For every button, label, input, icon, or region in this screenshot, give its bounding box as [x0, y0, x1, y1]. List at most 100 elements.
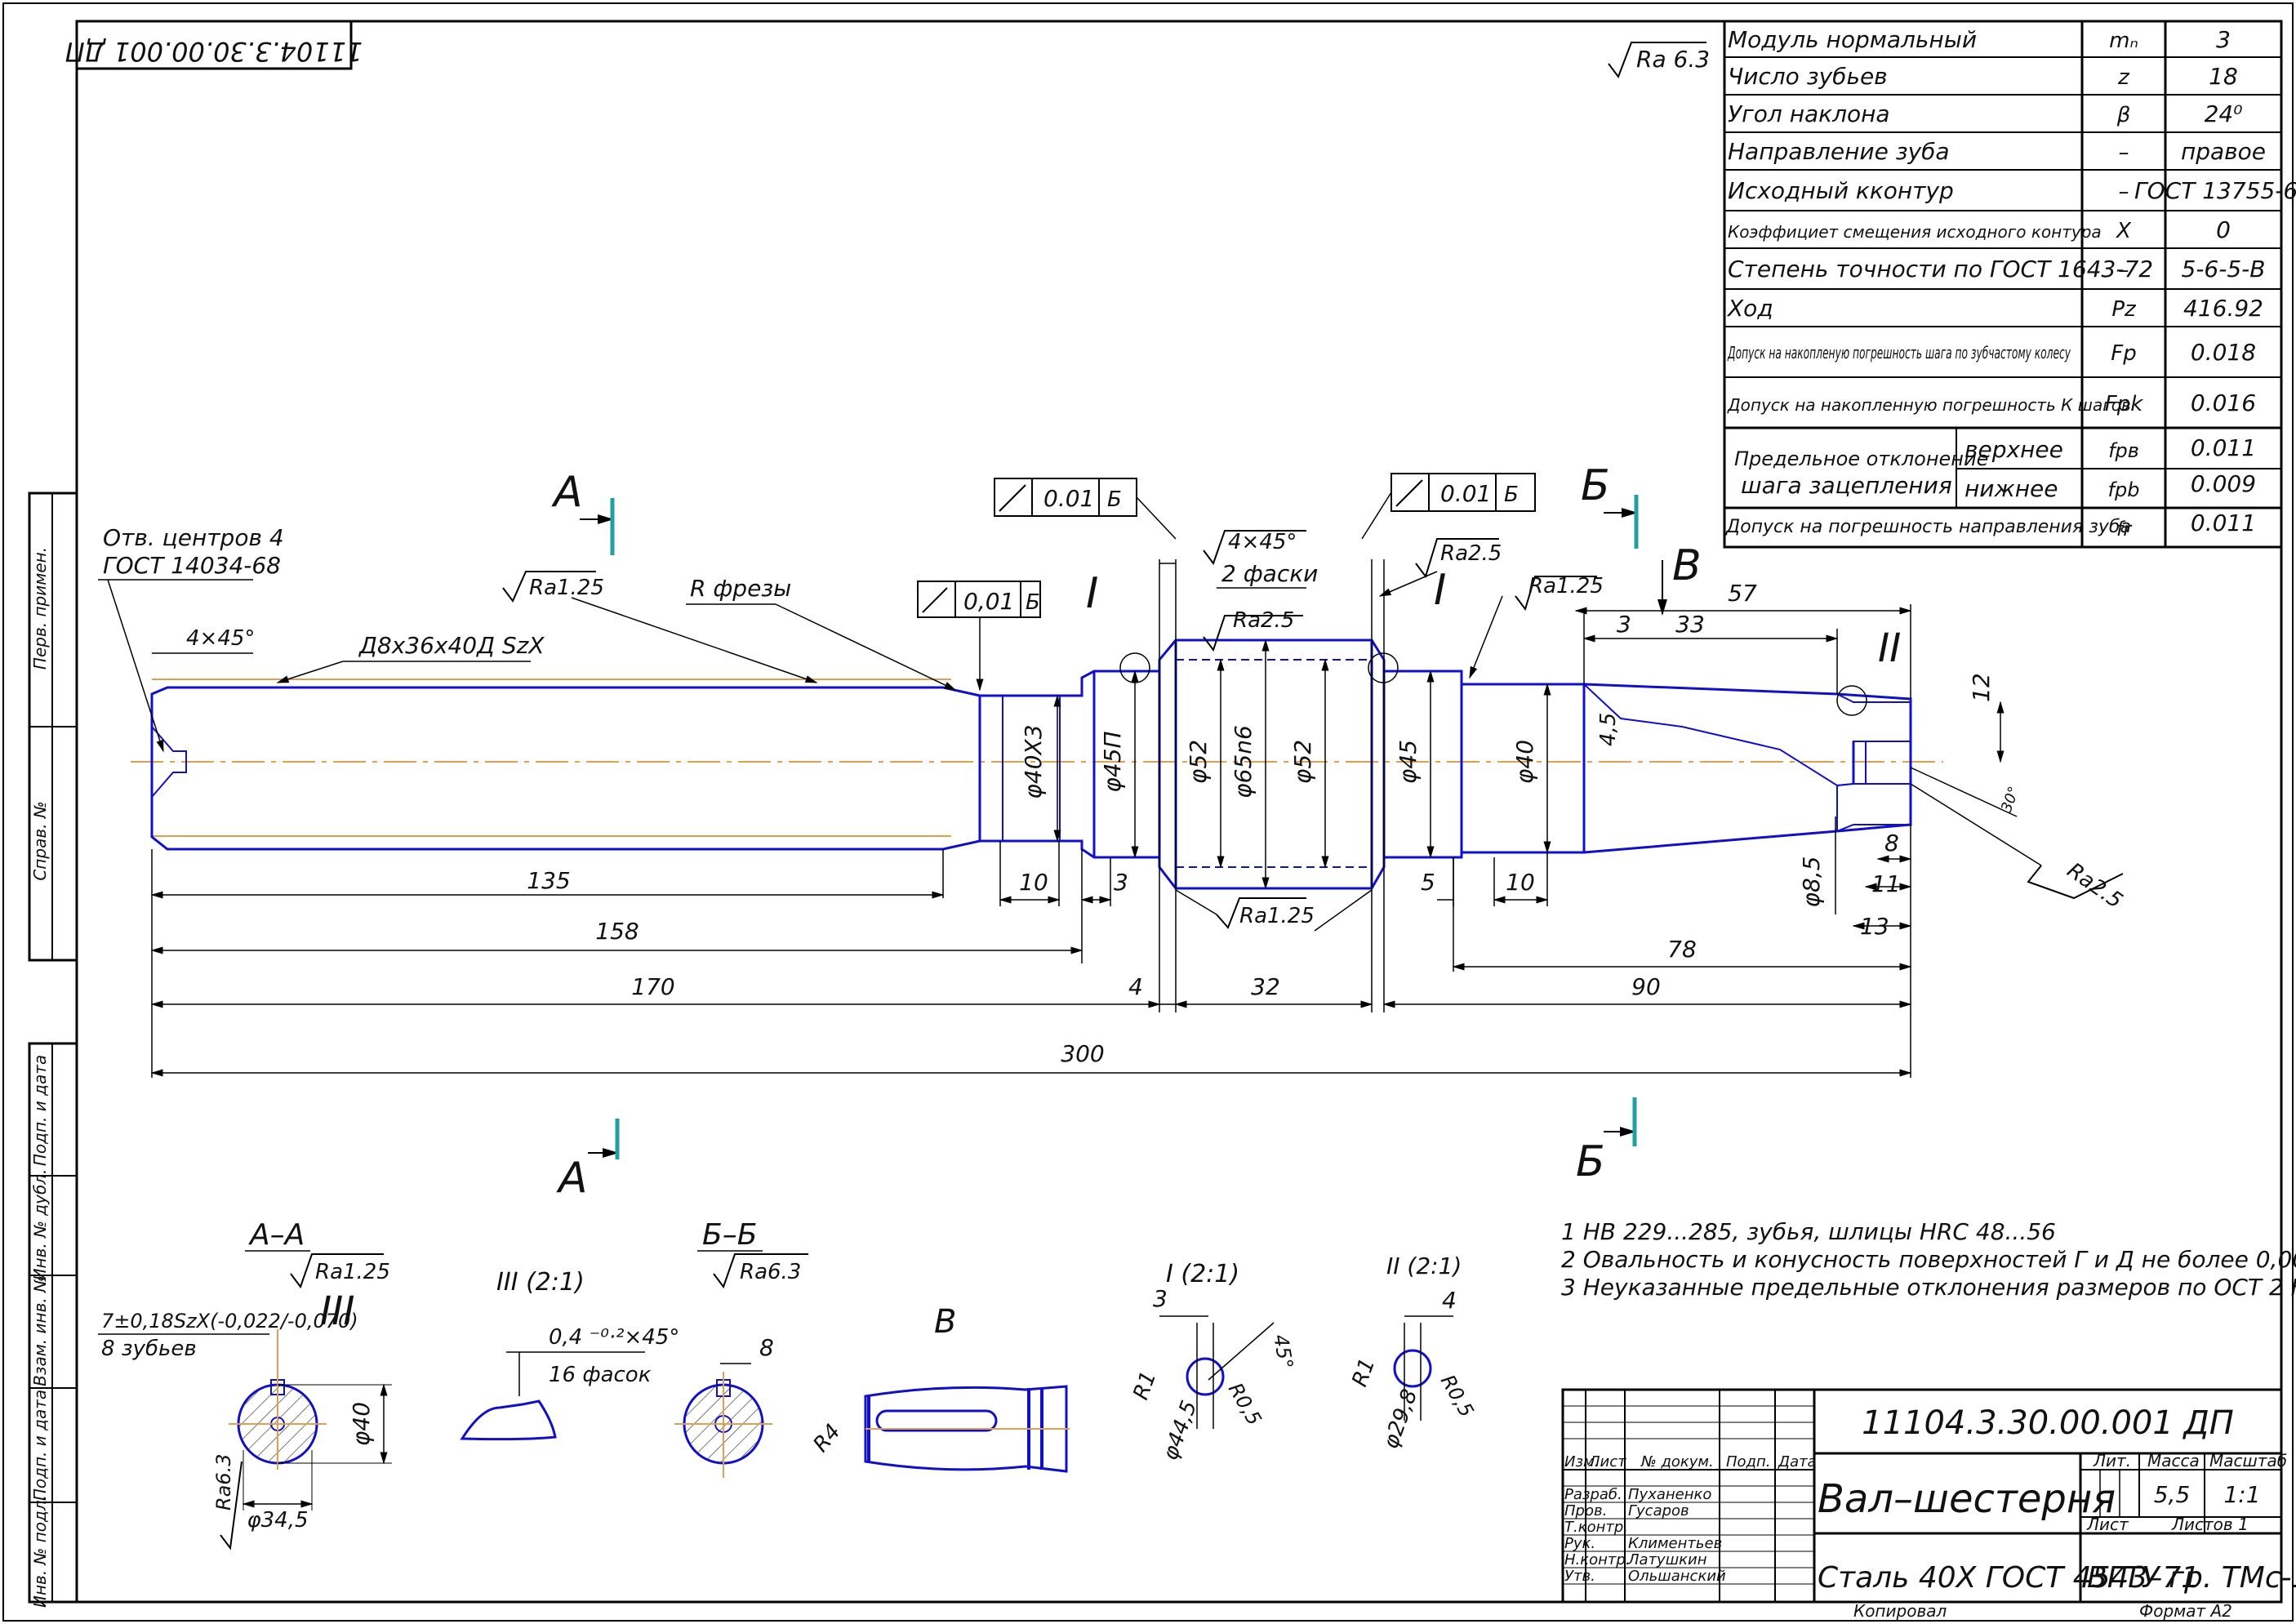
i-r1: R1	[1128, 1368, 1161, 1404]
v-r4: R4	[808, 1420, 845, 1457]
param-value: 3	[2216, 26, 2231, 53]
tb-code: 11104.3.30.00.001 ДП	[1862, 1404, 2234, 1442]
param-symbol: Fp	[2111, 341, 2136, 366]
iii-count: 16 фасок	[549, 1363, 652, 1387]
view-b-arrow-label: В	[1672, 541, 1702, 590]
tol-frame-2: 0.01	[1043, 485, 1094, 512]
general-roughness-text: Ra 6.3	[1636, 46, 1710, 73]
tb-row-name: Гусаров	[1628, 1502, 1689, 1519]
r-mill-callout: R фрезы	[690, 575, 791, 602]
tb-scale: 1:1	[2223, 1481, 2260, 1508]
aa-ra63: Ra6.3	[212, 1453, 235, 1511]
chamfer-left: 4×45°	[186, 626, 255, 651]
tb-row-role: Пров.	[1564, 1502, 1607, 1519]
section-b-top: Б	[1581, 461, 1610, 510]
param-value: 0.018	[2191, 339, 2256, 366]
param-name: Коэффициет смещения исходного контура	[1728, 222, 2102, 242]
param-value: 5-6-5-В	[2182, 256, 2266, 283]
aa-d40: φ40	[348, 1402, 375, 1446]
i-r05: R0,5	[1224, 1379, 1266, 1429]
ra25-c: Ra2.5	[2062, 858, 2127, 914]
dim-158: 158	[595, 918, 639, 945]
chamfers-label: 2 фаски	[1221, 560, 1318, 587]
bb-8: 8	[759, 1334, 774, 1361]
tb-row-role: Н.контр.	[1564, 1551, 1631, 1568]
bb-ra: Ra6.3	[740, 1260, 801, 1284]
i-d445: φ44,5	[1158, 1398, 1202, 1464]
dim-8: 8	[1884, 830, 1899, 856]
ra25-b: Ra2.5	[1233, 608, 1294, 633]
param-symbol: –	[2119, 180, 2129, 204]
tb-copied: Копировал	[1853, 1601, 1947, 1621]
section-a-a-view: А–А Ra1.25 7±0,18SzX(-0,022/-0,070) 8 зу…	[98, 1218, 392, 1551]
detail-i-right: I	[1434, 566, 1446, 615]
side-label-4: Взам. инв. №	[30, 1275, 50, 1386]
side-label-6: Инв. № подл.	[30, 1495, 50, 1608]
view-v: В R4	[808, 1303, 1070, 1473]
tb-row-name: Пуханенко	[1628, 1486, 1711, 1503]
tb-row-role: Разраб.	[1564, 1486, 1622, 1503]
note-2: 2 Овальность и конусность поверхностей Г…	[1561, 1246, 2296, 1273]
ra25-a: Ra2.5	[1440, 541, 1502, 566]
bb-title: Б–Б	[702, 1218, 757, 1252]
tb-material: Сталь 40Х ГОСТ 4543–71	[1818, 1561, 2200, 1595]
dim-300: 300	[1061, 1040, 1104, 1067]
tb-sheets: Листов 1	[2171, 1515, 2249, 1534]
tb-sheet: Лист	[2086, 1515, 2129, 1534]
detail-ii-mark: II	[1878, 625, 1901, 671]
dir-tol-name: Допуск на погрешность направления зуба	[1725, 517, 2131, 537]
side-label-0: Перв. примен.	[30, 547, 50, 670]
diameter-1: φ45П	[1099, 731, 1126, 792]
i-3: 3	[1153, 1285, 1168, 1312]
tb-row-role: Утв.	[1564, 1568, 1595, 1585]
top-drawing-code: 11104.3.30.00.001 ДП	[65, 36, 363, 67]
section-b-bottom: Б	[1576, 1137, 1605, 1186]
tol-frame-1-base: Б	[1026, 590, 1040, 615]
param-symbol: mₙ	[2109, 29, 2138, 53]
dim-4: 4	[1128, 973, 1143, 1000]
section-a-top: А	[551, 468, 583, 517]
dim-32: 32	[1251, 973, 1280, 1000]
tb-row-doc-h: № докум.	[1640, 1453, 1714, 1470]
param-symbol: Pz	[2111, 297, 2137, 322]
i-title: I (2:1)	[1166, 1260, 1239, 1288]
side-label-2: Подп. и дата	[30, 1055, 50, 1166]
param-value: ГОСТ 13755-68	[2134, 177, 2296, 204]
dim-3-a: 3	[1114, 869, 1128, 896]
param-name: Модуль нормальный	[1728, 26, 1977, 53]
note-3: 3 Неуказанные предельные отклонения разм…	[1561, 1274, 2296, 1301]
tb-format: Формат А2	[2139, 1601, 2232, 1621]
pitch-dev-lower: нижнее	[1965, 475, 2058, 502]
diameter-3: φ65n6	[1230, 725, 1257, 799]
detail-ii-view: II (2:1) 4 R1 R0,5 φ29,8	[1347, 1252, 1478, 1452]
ii-d298: φ29,8	[1378, 1386, 1422, 1453]
dim-78: 78	[1667, 936, 1697, 963]
tb-row-name: Ольшанский	[1628, 1568, 1726, 1585]
tb-row-role: Рук.	[1564, 1535, 1595, 1552]
aa-teeth: 8 зубьев	[101, 1337, 197, 1361]
iii-title: III (2:1)	[496, 1268, 585, 1297]
diameter-0: φ40Х3	[1020, 724, 1047, 799]
dim-11: 11	[1871, 870, 1901, 897]
dim-13: 13	[1860, 913, 1889, 940]
param-symbol: –	[2119, 258, 2129, 283]
tol-frame-1: 0,01	[963, 588, 1014, 615]
ii-title: II (2:1)	[1386, 1252, 1462, 1279]
dim-57: 57	[1728, 580, 1757, 607]
dim-3-b: 3	[1617, 611, 1631, 638]
pitch-dev-label-2: шага зацепления	[1741, 472, 1952, 499]
tol-frame-3-base: Б	[1504, 483, 1519, 507]
technical-notes: 1 HB 229...285, зубья, шлицы HRC 48...56…	[1561, 1218, 2296, 1301]
centers-callout: Отв. центров 4	[103, 524, 284, 551]
pitch-dev-lower-value: 0.009	[2191, 470, 2256, 497]
param-symbol: β	[2116, 103, 2131, 127]
param-name: Допуск на накопленую погрешность шага по…	[1727, 343, 2071, 363]
dim-10-a: 10	[1019, 869, 1048, 896]
dim-90: 90	[1631, 973, 1661, 1000]
diameter-7: φ8,5	[1798, 856, 1825, 908]
side-label-1: Справ. №	[30, 801, 50, 880]
tb-row-date-h: Дата	[1778, 1453, 1817, 1470]
tb-mass: 5,5	[2154, 1481, 2191, 1508]
aa-title: А–А	[248, 1218, 305, 1252]
